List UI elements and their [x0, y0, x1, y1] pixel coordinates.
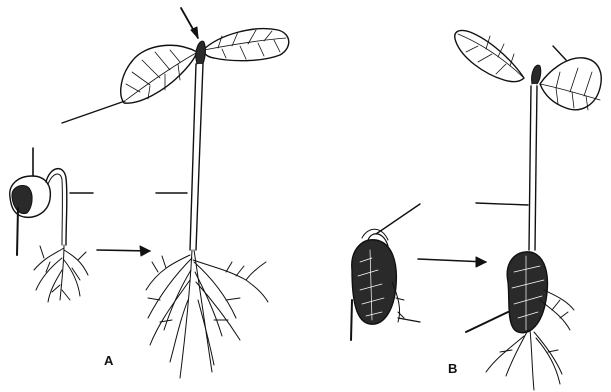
panel-a-label: A	[104, 353, 113, 368]
panel-b-growth-arrow	[418, 257, 486, 267]
panel-a-pointer-line	[62, 101, 125, 123]
panel-b-pointer-line	[476, 203, 528, 205]
panel-b-pointer-line	[351, 300, 352, 340]
panel-b-early-seed	[351, 204, 420, 340]
panel-a-left-leaf	[121, 45, 197, 103]
panel-b-pointer-line	[553, 46, 566, 60]
panel-a-pointer-line	[17, 208, 18, 255]
panel-b-pointer-line	[376, 204, 420, 234]
panel-a-growth-arrow	[97, 246, 150, 256]
panel-b-pointer-line	[398, 318, 420, 322]
panel-a-root-system	[146, 250, 268, 378]
panel-b-right-leaf	[540, 58, 601, 110]
panel-b-seed-remnant	[507, 252, 547, 333]
panel-a-mature-seedling	[62, 8, 289, 378]
panel-b-pointer-arrow	[466, 312, 508, 332]
panel-b-stem	[529, 86, 537, 250]
panel-a-small-roots	[34, 245, 88, 302]
panel-a-hook	[46, 169, 67, 245]
panel-b-seed	[352, 240, 397, 324]
panel-a-stem	[190, 64, 203, 250]
panel-b-label: B	[448, 361, 457, 376]
panel-a-early-seedling	[10, 148, 93, 302]
panel-b-mature-seedling	[455, 30, 601, 390]
